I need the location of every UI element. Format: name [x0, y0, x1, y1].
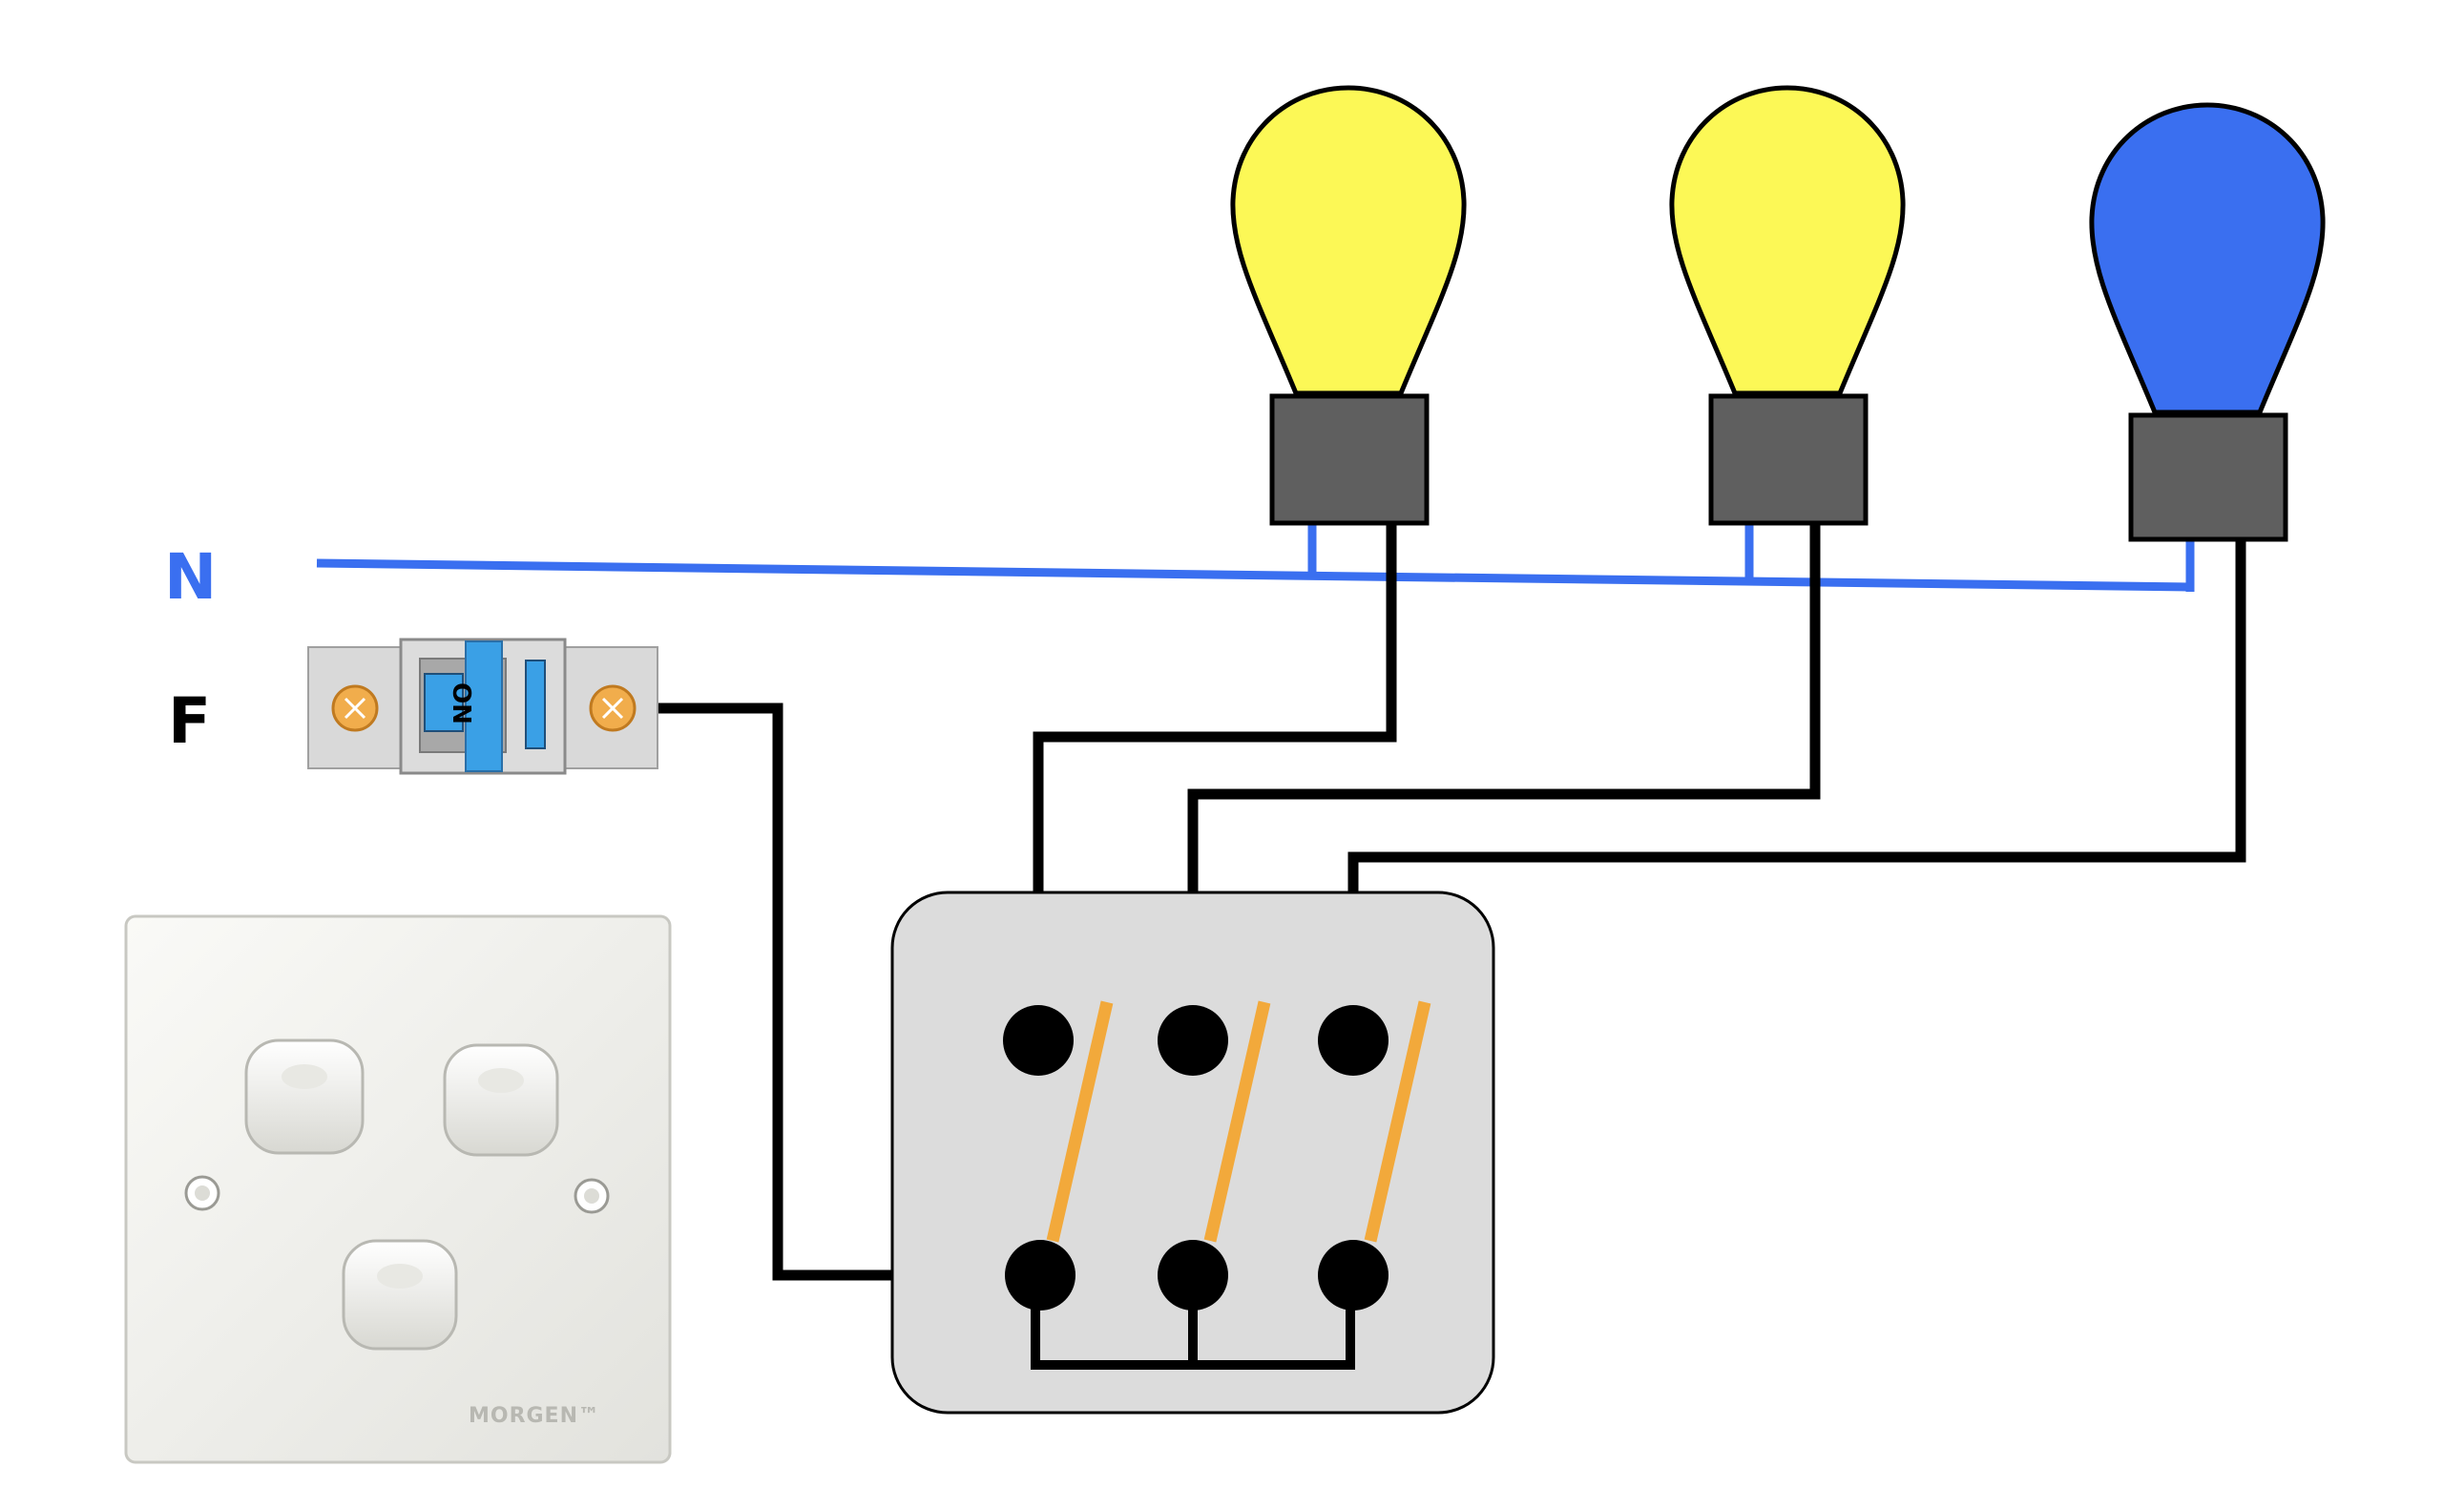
wall-switch-plate: [124, 914, 672, 1464]
switch-button-1: [244, 1038, 365, 1155]
breaker-indicator: [525, 660, 546, 749]
terminal-screw-left: [331, 684, 379, 732]
breaker-state-tag: [424, 673, 464, 732]
terminal-bottom-3: [1318, 1240, 1389, 1311]
contact-bar-1: [1046, 1000, 1114, 1243]
contact-bar-3: [1364, 1000, 1431, 1243]
bulb-2-glass: [1669, 85, 1906, 396]
breaker-state-text: ON: [447, 682, 475, 724]
bulb-3-glass: [2089, 102, 2326, 415]
contact-bars: [1046, 1000, 1431, 1243]
terminal-top-1: [1003, 1005, 1074, 1076]
circuit-breaker: [307, 638, 658, 775]
switch-button-2: [443, 1043, 559, 1157]
breaker-handle: [465, 640, 503, 772]
terminal-bottom-2: [1158, 1240, 1228, 1311]
phase-label: F: [168, 684, 211, 758]
terminal-screw-right: [589, 684, 637, 732]
bulb-2: [1669, 85, 1906, 526]
bulb-1-glass: [1230, 85, 1467, 396]
wire-bulb-1: [1033, 523, 1397, 1040]
neutral-label: N: [164, 540, 217, 614]
terminal-top-3: [1318, 1005, 1389, 1076]
bulb-3-socket: [2128, 412, 2288, 542]
bulb-1: [1230, 85, 1467, 526]
bulb-1-socket: [1269, 393, 1430, 526]
bulb-2-socket: [1708, 393, 1869, 526]
plate-brand: MORGEN™: [469, 1404, 600, 1428]
switch-box: [890, 891, 1495, 1415]
neutral-wire: [316, 520, 2195, 592]
switch-button-3: [342, 1239, 458, 1351]
terminal-top-2: [1158, 1005, 1228, 1076]
contact-bar-2: [1203, 1000, 1271, 1243]
bulb-3: [2089, 102, 2326, 542]
terminal-bottom-1: [1005, 1240, 1075, 1311]
